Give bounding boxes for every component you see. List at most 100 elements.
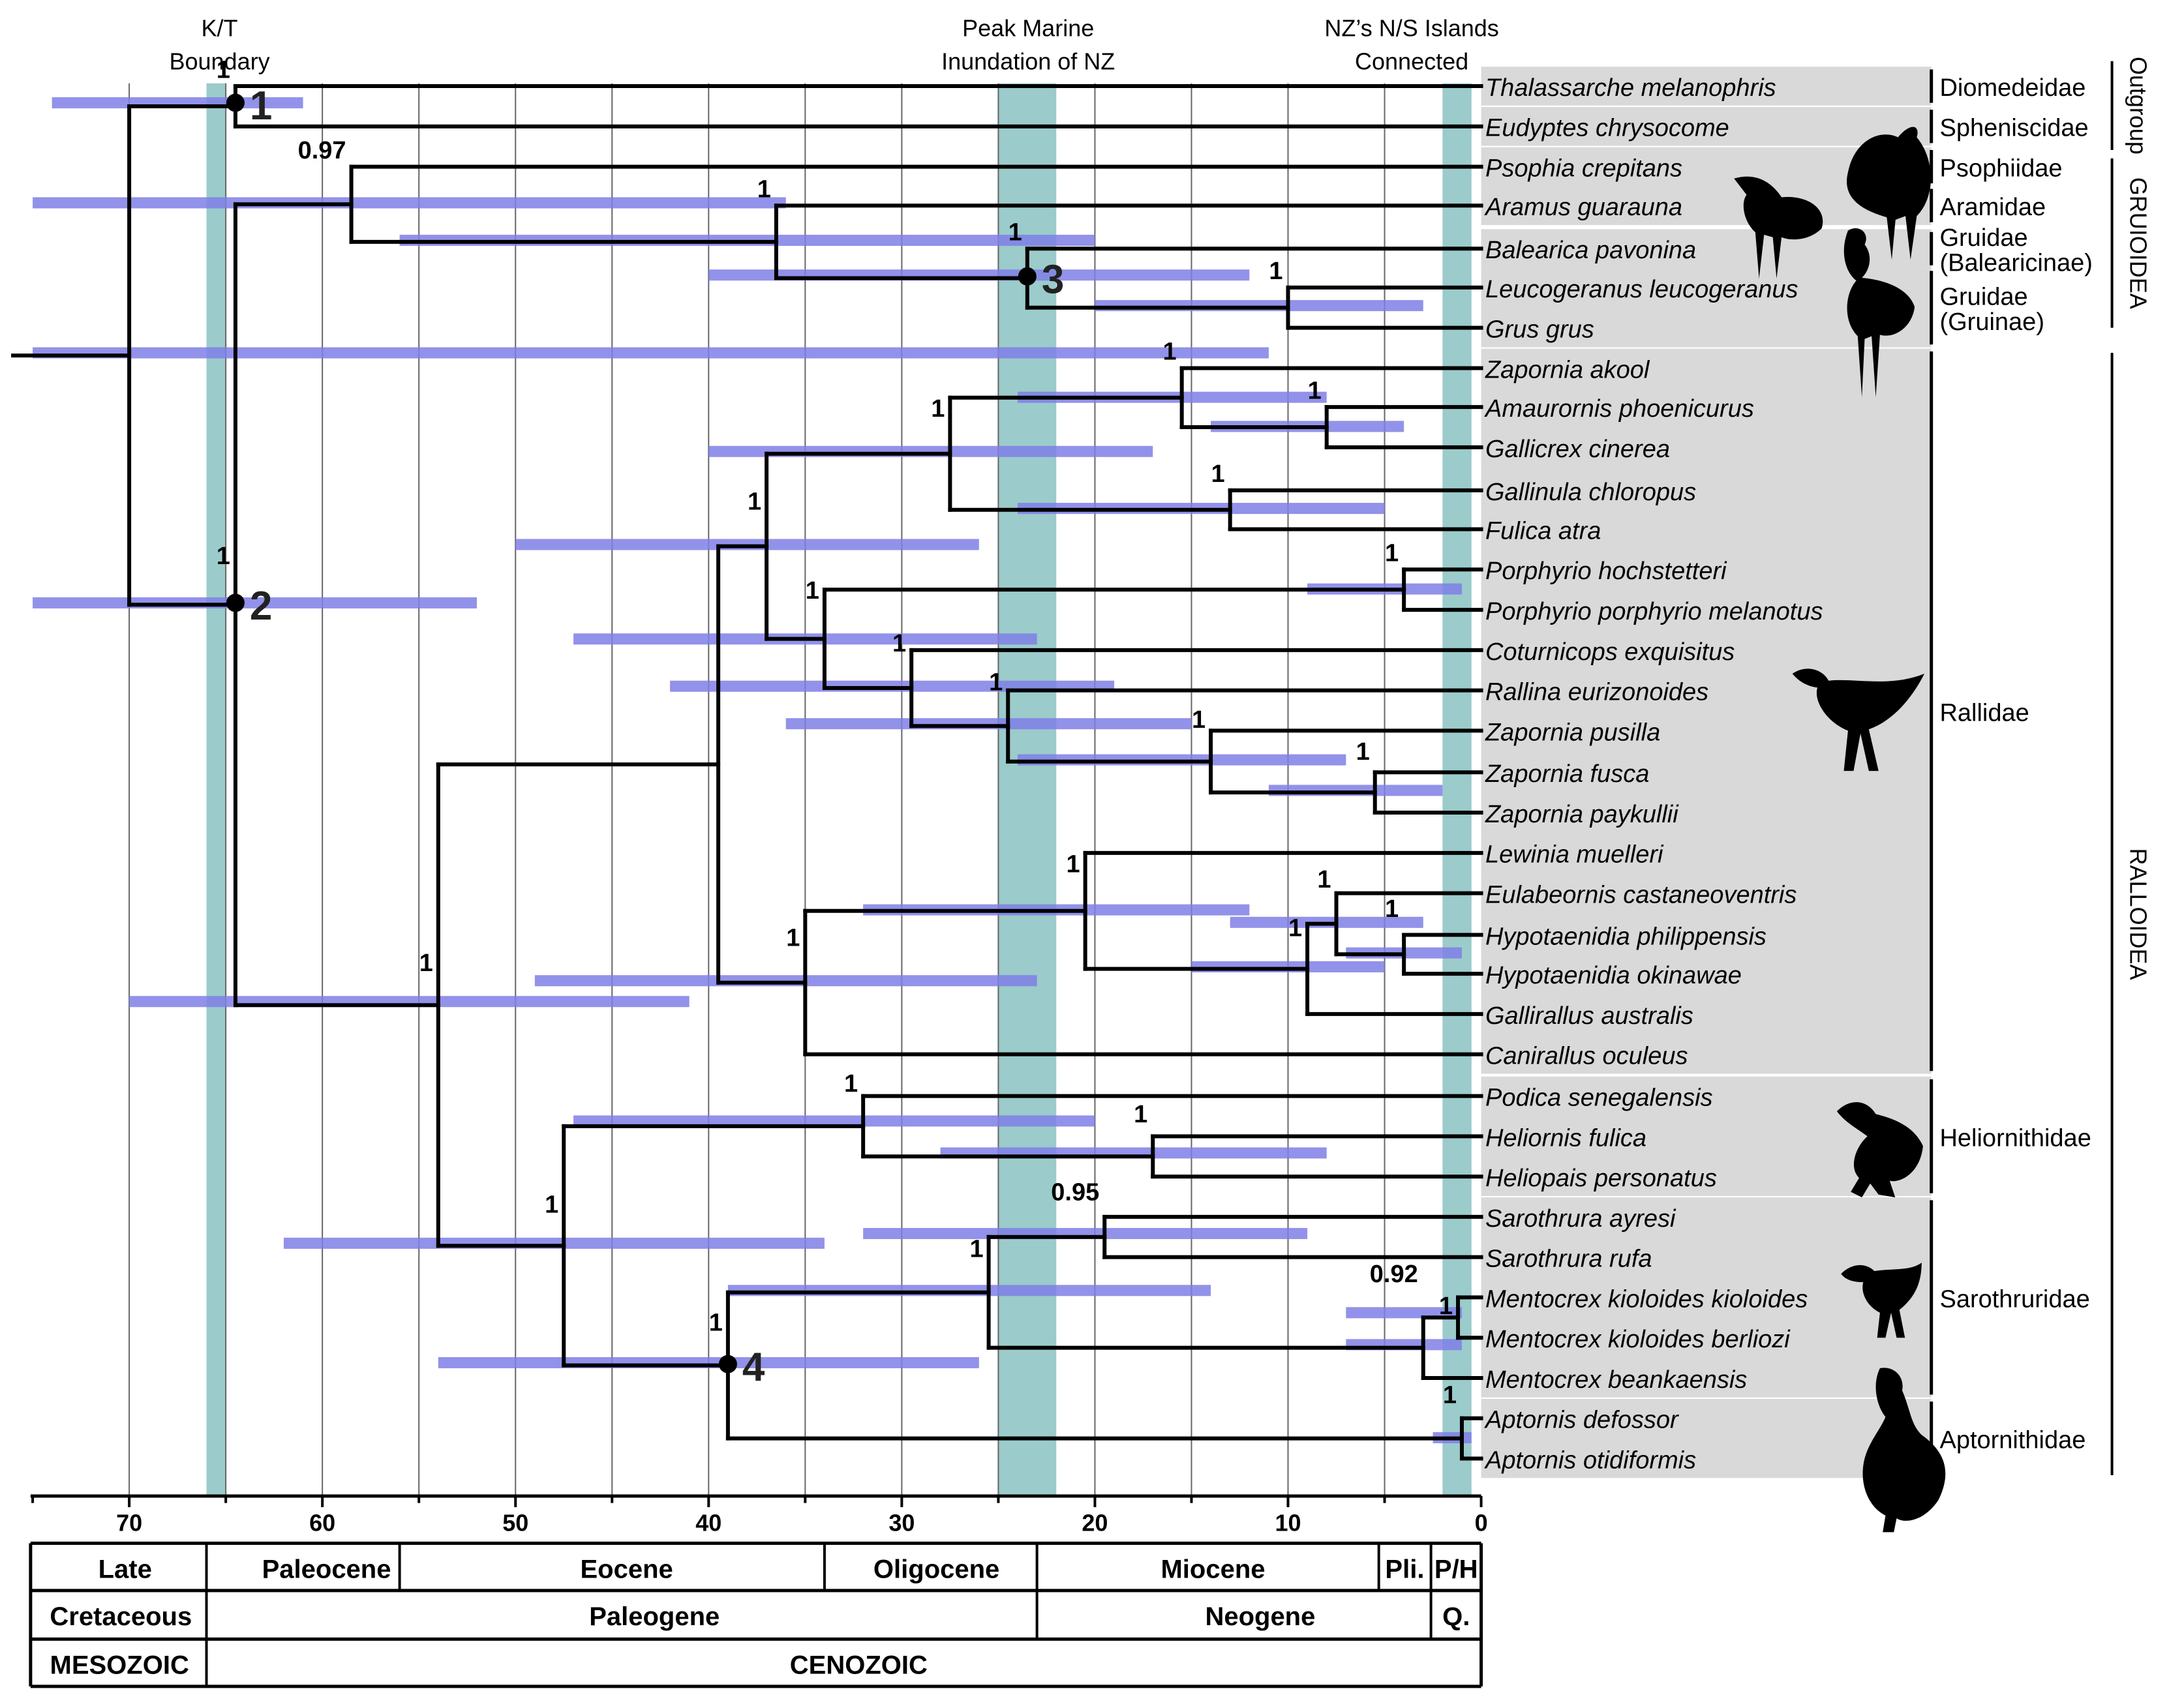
taxon-mentocrex-kioloides-berliozi: Mentocrex kioloides berliozi xyxy=(1485,1326,1791,1353)
support-value: 0.95 xyxy=(1051,1178,1099,1206)
family-label-gruinae: (Gruinae) xyxy=(1939,308,2044,336)
axis-tick-label: 40 xyxy=(695,1509,721,1536)
taxon-sarothrura-rufa: Sarothrura rufa xyxy=(1485,1246,1652,1273)
tree-branches xyxy=(11,84,1483,1461)
support-value: 1 xyxy=(1192,706,1206,734)
flufftail-silhouette xyxy=(1841,1263,1922,1338)
limpkin-silhouette xyxy=(1734,176,1823,279)
taxon-mentocrex-kioloides-kioloides: Mentocrex kioloides kioloides xyxy=(1485,1285,1808,1313)
taxon-sarothrura-ayresi: Sarothrura ayresi xyxy=(1485,1205,1676,1233)
family-box-spheniscidae xyxy=(1481,107,1932,146)
taxon-amaurornis-phoenicurus: Amaurornis phoenicurus xyxy=(1484,395,1754,423)
taxon-leucogeranus-leucogeranus: Leucogeranus leucogeranus xyxy=(1485,276,1798,303)
taxon-fulica-atra: Fulica atra xyxy=(1485,517,1601,545)
family-label-rallidae: Rallidae xyxy=(1939,699,2029,727)
calibration-node-label: 4 xyxy=(742,1345,765,1390)
calibration-node-4 xyxy=(718,1355,737,1373)
taxon-coturnicops-exquisitus: Coturnicops exquisitus xyxy=(1485,638,1735,666)
support-value: 1 xyxy=(989,669,1003,697)
taxon-porphyrio-hochstetteri: Porphyrio hochstetteri xyxy=(1485,558,1727,585)
axis-tick-label: 30 xyxy=(888,1509,915,1536)
axis-tick-label: 0 xyxy=(1475,1509,1488,1536)
support-value: 1 xyxy=(1211,460,1225,488)
support-value: 1 xyxy=(1443,1381,1457,1409)
period-q: Q. xyxy=(1442,1602,1470,1631)
family-label-aptornithidae: Aptornithidae xyxy=(1939,1427,2086,1454)
era-cenozoic: CENOZOIC xyxy=(790,1651,928,1680)
calibration-node-label: 3 xyxy=(1042,257,1064,302)
taxon-eudyptes-chrysocome: Eudyptes chrysocome xyxy=(1485,115,1729,142)
support-value: 1 xyxy=(217,56,230,83)
family-label-sarothruridae: Sarothruridae xyxy=(1939,1285,2089,1313)
confidence-interval-bars xyxy=(33,97,1472,1444)
epoch-paleocene: Paleocene xyxy=(262,1555,391,1584)
support-value: 1 xyxy=(1288,915,1302,942)
family-label-gruidae: Gruidae xyxy=(1939,224,2027,252)
event-highlights xyxy=(206,83,1472,1497)
support-value: 1 xyxy=(969,1236,983,1263)
taxon-aptornis-otidiformis: Aptornis otidiformis xyxy=(1484,1446,1696,1474)
support-value: 1 xyxy=(419,950,433,977)
family-label-gruidae: Gruidae xyxy=(1939,284,2027,311)
axis-tick-label: 10 xyxy=(1275,1509,1301,1536)
calibration-node-label: 1 xyxy=(250,83,272,128)
family-label-psophiidae: Psophiidae xyxy=(1939,155,2062,183)
epoch-p-h: P/H xyxy=(1434,1555,1478,1584)
support-value: 1 xyxy=(1308,377,1322,404)
highlight-label: Boundary xyxy=(169,48,269,75)
family-label-heliornithidae: Heliornithidae xyxy=(1939,1124,2091,1152)
support-value: 1 xyxy=(1134,1101,1147,1128)
support-value: 1 xyxy=(892,630,906,657)
support-value: 1 xyxy=(931,395,945,423)
support-value: 1 xyxy=(1009,218,1022,246)
ci-bar xyxy=(283,1237,825,1249)
highlight-band-2 xyxy=(998,83,1057,1497)
support-value: 1 xyxy=(1163,338,1177,366)
support-value: 1 xyxy=(806,577,819,605)
support-value: 0.92 xyxy=(1370,1261,1418,1288)
taxon-zapornia-paykullii: Zapornia paykullii xyxy=(1485,801,1679,828)
taxon-hypotaenidia-okinawae: Hypotaenidia okinawae xyxy=(1485,962,1742,989)
axis-tick-label: 70 xyxy=(116,1509,142,1536)
highlight-label: K/T xyxy=(202,14,238,41)
support-value: 1 xyxy=(1317,866,1331,893)
family-label-aramidae: Aramidae xyxy=(1939,194,2046,221)
taxon-porphyrio-porphyrio-melanotus: Porphyrio porphyrio melanotus xyxy=(1485,598,1823,625)
ci-bar xyxy=(33,347,1269,359)
family-label-balearicinae: (Balearicinae) xyxy=(1939,249,2092,277)
era-mesozoic: MESOZOIC xyxy=(50,1651,189,1680)
family-box-heliornithidae xyxy=(1481,1076,1932,1196)
support-value: 1 xyxy=(217,543,230,570)
family-box-diomedeidae xyxy=(1481,67,1932,106)
family-label-diomedeidae: Diomedeidae xyxy=(1939,74,2086,102)
calibration-node-label: 2 xyxy=(250,584,272,629)
rail-silhouette xyxy=(1792,668,1925,772)
support-value: 0.97 xyxy=(298,137,346,164)
axis-tick-label: 50 xyxy=(502,1509,528,1536)
ci-bar xyxy=(785,718,1192,730)
taxon-eulabeornis-castaneoventris: Eulabeornis castaneoventris xyxy=(1485,882,1797,909)
epoch-oligocene: Oligocene xyxy=(873,1555,999,1584)
epoch-pli: Pli. xyxy=(1385,1555,1424,1584)
support-value: 1 xyxy=(545,1191,558,1218)
taxon-canirallus-oculeus: Canirallus oculeus xyxy=(1485,1043,1688,1070)
group-label-ralloidea: RALLOIDEA xyxy=(2125,848,2151,980)
ci-bar xyxy=(1346,1307,1462,1319)
taxon-zapornia-pusilla: Zapornia pusilla xyxy=(1485,719,1660,746)
family-label-spheniscidae: Spheniscidae xyxy=(1939,115,2088,142)
taxon-lewinia-muelleri: Lewinia muelleri xyxy=(1485,841,1664,869)
highlight-band-3 xyxy=(1442,83,1472,1497)
taxon-balearica-pavonina: Balearica pavonina xyxy=(1485,237,1696,264)
support-value: 1 xyxy=(1066,851,1080,878)
ci-bar xyxy=(863,1227,1308,1239)
taxon-hypotaenidia-philippensis: Hypotaenidia philippensis xyxy=(1485,923,1767,950)
taxon-gallicrex-cinerea: Gallicrex cinerea xyxy=(1485,436,1670,463)
taxon-psophia-crepitans: Psophia crepitans xyxy=(1485,155,1682,183)
taxon-aramus-guarauna: Aramus guarauna xyxy=(1484,194,1682,221)
trumpeter-silhouette xyxy=(1847,127,1931,260)
family-box-aptornithidae xyxy=(1481,1398,1932,1478)
taxon-mentocrex-beankaensis: Mentocrex beankaensis xyxy=(1485,1366,1747,1394)
taxon-heliopais-personatus: Heliopais personatus xyxy=(1485,1165,1717,1192)
